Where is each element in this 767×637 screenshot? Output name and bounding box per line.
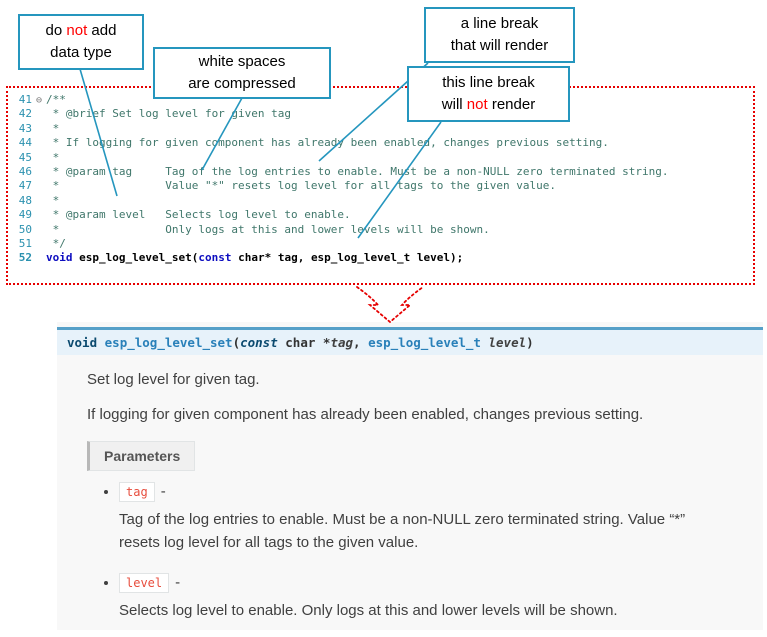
code-text: */	[46, 236, 66, 250]
code-line: 44 * If logging for given component has …	[12, 136, 751, 150]
line-number: 47	[18, 179, 32, 193]
line-number: 45	[18, 150, 32, 164]
param-item-tag: tag- Tag of the log entries to enable. M…	[119, 482, 763, 554]
param-item-level: level- Selects log level to enable. Only…	[119, 573, 763, 623]
param-description: Selects log level to enable. Only logs a…	[119, 602, 618, 619]
line-number: 44	[18, 136, 32, 150]
line-number: 52	[18, 251, 32, 265]
param-dash: -	[160, 483, 166, 500]
code-line: 48 *	[12, 194, 751, 208]
callout-line-break-renders: a line break that will render	[424, 7, 575, 63]
callout-whitespace-compressed: white spaces are compressed	[153, 47, 331, 99]
sig-arg-level: level	[488, 335, 527, 350]
code-text: /**	[46, 93, 66, 106]
line-number: 51	[18, 236, 32, 250]
code-text: * @brief Set log level for given tag	[46, 107, 292, 121]
line-number: 41	[18, 93, 32, 106]
code-text: * Only logs at this and lower levels wil…	[46, 222, 490, 236]
code-line: 51 */	[12, 237, 751, 251]
code-line: 49 * @param level Selects log level to e…	[12, 208, 751, 222]
line-number: 49	[18, 208, 32, 222]
line-number: 46	[18, 164, 32, 178]
code-editor-snippet: 41⊖/** 42 * @brief Set log level for giv…	[6, 86, 755, 285]
line-number: 50	[18, 222, 32, 236]
code-text: * @param level Selects log level to enab…	[46, 208, 351, 222]
line-number: 43	[18, 121, 32, 135]
code-line: 45 *	[12, 151, 751, 165]
rendered-docs-panel: void esp_log_level_set(const char *tag, …	[57, 322, 763, 630]
sig-keyword-const: const	[240, 335, 278, 350]
sig-type: esp_log_level_t	[368, 335, 481, 350]
dotted-arrow-down-icon	[356, 286, 424, 324]
code-line: 46 * @param tag Tag of the log entries t…	[12, 165, 751, 179]
highlight-not: not	[66, 22, 88, 40]
detail-description: If logging for given component has alrea…	[87, 406, 644, 423]
code-text: * @param tag Tag of the log entries to e…	[46, 164, 669, 178]
parameters-label: Parameters	[87, 441, 196, 471]
param-dash: -	[175, 574, 181, 591]
code-text: *	[46, 121, 60, 135]
keyword-void: void	[46, 251, 73, 265]
sig-function-name: esp_log_level_set	[104, 335, 233, 350]
function-signature-bar: void esp_log_level_set(const char *tag, …	[57, 327, 763, 355]
param-name-chip: level	[119, 573, 170, 593]
function-name: esp_log_level_set	[79, 251, 192, 265]
code-text: *	[46, 193, 60, 207]
brief-description: Set log level for given tag.	[87, 371, 260, 388]
code-text: * If logging for given component has alr…	[46, 136, 609, 150]
code-line: 42 * @brief Set log level for given tag	[12, 107, 751, 121]
line-number: 48	[18, 193, 32, 207]
code-text: *	[46, 150, 60, 164]
sig-arg-tag: tag	[330, 335, 354, 350]
parameter-list: tag- Tag of the log entries to enable. M…	[89, 482, 763, 623]
highlight-not: not	[466, 96, 488, 113]
fold-minus-icon: ⊖	[35, 95, 43, 106]
callout-line-break-not-render: this line break will not render	[407, 66, 570, 122]
code-line: 43 *	[12, 122, 751, 136]
param-description: Tag of the log entries to enable. Must b…	[119, 511, 686, 551]
code-line: 41⊖/**	[12, 93, 751, 107]
code-line: 50 * Only logs at this and lower levels …	[12, 223, 751, 237]
param-name-chip: tag	[119, 482, 155, 502]
sig-keyword-void: void	[67, 335, 98, 350]
code-text: * Value "*" resets log level for all tag…	[46, 179, 556, 193]
line-number: 42	[18, 107, 32, 121]
keyword-const: const	[198, 251, 232, 265]
code-line: 47 * Value "*" resets log level for all …	[12, 179, 751, 193]
callout-no-data-type: do not add data type	[18, 14, 144, 70]
